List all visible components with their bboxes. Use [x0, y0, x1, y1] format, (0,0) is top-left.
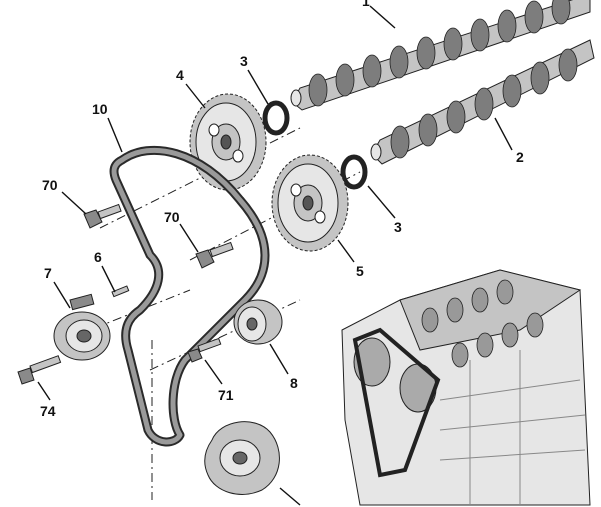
callout-3-lower: 3 [394, 219, 402, 235]
camshaft-pulley-intake [189, 93, 267, 191]
callout-3-upper: 3 [240, 53, 248, 69]
callout-5: 5 [356, 263, 364, 279]
callout-10: 10 [92, 101, 108, 117]
camshaft-seal-upper [262, 100, 290, 136]
callout-labels: 1 2 3 3 4 5 6 7 8 10 70 70 71 74 [40, 0, 524, 419]
callout-70-middle: 70 [164, 209, 180, 225]
callout-2: 2 [516, 149, 524, 165]
callout-6: 6 [94, 249, 102, 265]
camshaft-pulley-exhaust [271, 154, 349, 252]
callout-71: 71 [218, 387, 234, 403]
tensioner-bolt [17, 355, 62, 385]
callout-74: 74 [40, 403, 56, 419]
callout-1: 1 [362, 0, 370, 9]
idler-pulley [233, 299, 283, 345]
callout-7: 7 [44, 265, 52, 281]
camshaft-seal-lower [340, 154, 368, 190]
leader-lines [37, 5, 513, 506]
callout-70-upper: 70 [42, 177, 58, 193]
camshaft-lower [370, 39, 595, 165]
engine-assembly-view [341, 269, 591, 506]
timing-belt [109, 145, 270, 447]
bolt-upper [83, 203, 122, 229]
belt-tensioner [53, 293, 111, 361]
callout-8: 8 [290, 375, 298, 391]
callout-4: 4 [176, 67, 184, 83]
bolt-middle [195, 241, 234, 269]
water-pump [204, 421, 280, 495]
camshaft-upper [290, 0, 591, 111]
tensioner-pin [111, 285, 130, 298]
idler-bolt [187, 337, 222, 363]
